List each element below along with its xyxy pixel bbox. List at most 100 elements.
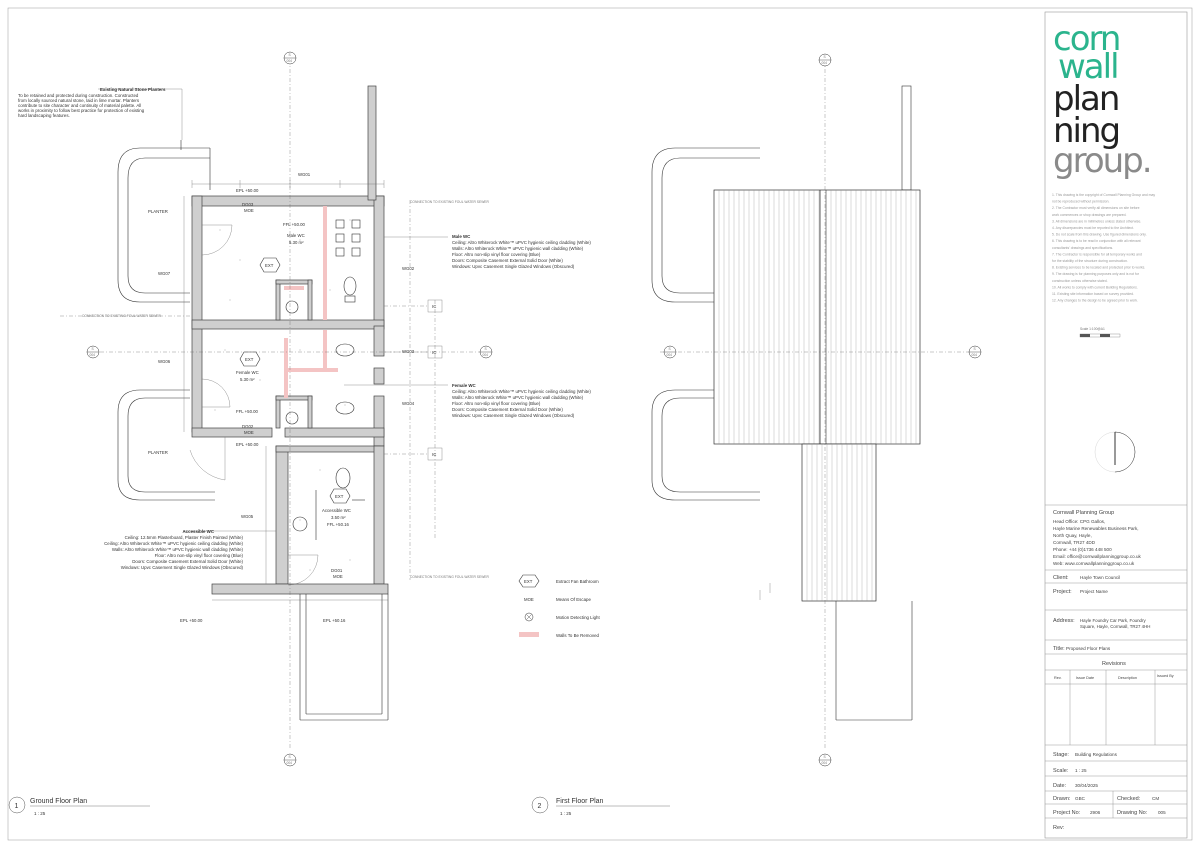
room-male: Male WC 5.30 m² FFL +50.00	[283, 222, 306, 245]
title-value: Proposed Floor Plans	[1066, 646, 1111, 651]
svg-text:Extract Fan Bathroom: Extract Fan Bathroom	[556, 579, 599, 584]
planter-bottom	[117, 389, 215, 501]
svg-text:Hayle Foundry Car Park, Foundr: Hayle Foundry Car Park, Foundry	[1080, 618, 1146, 623]
annotation-leaders	[98, 88, 448, 532]
section-lines-ground	[100, 60, 480, 750]
svg-text:group.: group.	[1053, 141, 1151, 181]
svg-text:004: 004	[483, 353, 489, 357]
window-tag-wg07: WG07	[158, 271, 171, 276]
client-value: Hayle Town Council	[1080, 575, 1120, 580]
svg-text:ning: ning	[1053, 111, 1119, 151]
svg-text:works in proximity to follow b: works in proximity to follow best practi…	[18, 108, 145, 113]
disclaimer-line: 9. The drawing is for planning purposes …	[1052, 272, 1140, 276]
disclaimer-line: 12. Any changes to the design to be agre…	[1052, 299, 1138, 303]
date-value: 30/04/2025	[1075, 783, 1098, 788]
window-tag-wg02: WG02	[402, 266, 415, 271]
svg-text:004: 004	[972, 353, 978, 357]
company-details: Cornwall Planning Group Head Office: CPG…	[1053, 510, 1142, 566]
title-block: corn wall plan ning group. 1. This drawi…	[1044, 11, 1188, 839]
svg-text:hard landscaping features.: hard landscaping features.	[18, 113, 70, 118]
section-marker-top-ff: S 004	[818, 53, 832, 67]
svg-text:To be retained and protected d: To be retained and protected during cons…	[18, 93, 139, 98]
first-floor-title: 2 First Floor Plan 1 : 25	[531, 796, 670, 816]
legend-item-ext: EXT Extract Fan Bathroom	[518, 574, 599, 588]
planters-note-title: Existing Natural Stone Planters	[100, 87, 166, 92]
steps-ff	[759, 583, 771, 600]
svg-text:004: 004	[287, 59, 293, 63]
section-lines-first	[660, 60, 970, 750]
svg-text:004: 004	[822, 761, 828, 765]
svg-text:Doors: Composite Casement Exte: Doors: Composite Casement External Solid…	[132, 559, 243, 564]
window-tag-wg03: WG03	[402, 349, 415, 354]
accessible-ffl: FFL +50.16	[327, 522, 350, 527]
legend-item-walls-removed: Walls To Be Removed	[519, 632, 600, 638]
moe-dg02: MOE	[244, 430, 254, 435]
walls-to-be-removed	[284, 206, 338, 398]
room-male-name: Male WC	[287, 233, 305, 238]
svg-text:contribute to site character a: contribute to site character and continu…	[18, 103, 141, 108]
svg-text:IC: IC	[432, 350, 436, 355]
svg-text:Title:: Title:	[1053, 646, 1065, 652]
male-ffl: FFL +50.00	[283, 222, 306, 227]
svg-text:Address:: Address:	[1053, 618, 1075, 624]
disclaimer-line: 3. All dimensions are in millimetres unl…	[1052, 219, 1141, 223]
legend-item-motion-light: Motion Detecting Light	[524, 612, 600, 622]
svg-text:Windows: Upvc Casement Single: Windows: Upvc Casement Single Glazed Win…	[452, 264, 575, 269]
svg-text:Ceiling: Altro Whiterock White: Ceiling: Altro Whiterock White™ uPVC hyg…	[104, 541, 243, 546]
section-marker-top: S 004	[283, 51, 297, 65]
room-accessible-name: Accessible WC	[322, 508, 351, 513]
svg-text:EXT: EXT	[524, 579, 533, 584]
ground-floor-plan: PLANTER PLANTER	[8, 51, 600, 816]
svg-text:Walls To Be Removed: Walls To Be Removed	[556, 633, 600, 638]
svg-text:Windows: Upvc Casement Single: Windows: Upvc Casement Single Glazed Win…	[452, 413, 575, 418]
disclaimer-line: 8. Existing services to be located and p…	[1052, 266, 1145, 270]
svg-text:Ceiling: 12.5mm Plasterboard,: Ceiling: 12.5mm Plasterboard, Plaster Fi…	[125, 535, 244, 540]
drainage-runs	[60, 200, 436, 580]
external-ramp	[299, 594, 389, 721]
disclaimer-line: work commences or shop drawings are prep…	[1052, 213, 1126, 217]
svg-text:S: S	[824, 755, 827, 759]
svg-text:S: S	[92, 347, 95, 351]
section-marker-right-ff: S 004	[968, 345, 982, 359]
svg-text:Hayle Marine Renewables Busine: Hayle Marine Renewables Business Park,	[1053, 526, 1139, 531]
svg-text:IC: IC	[432, 452, 436, 457]
svg-text:Project No:: Project No:	[1053, 810, 1081, 816]
svg-text:Project:: Project:	[1053, 589, 1072, 595]
title-block-rules	[1045, 569, 1187, 819]
female-ffl: FFL +50.00	[236, 409, 259, 414]
svg-text:Drawn:: Drawn:	[1053, 796, 1071, 802]
svg-text:2: 2	[538, 803, 542, 810]
svg-text:Accessible WC: Accessible WC	[183, 529, 215, 534]
ext-tag-female: EXT	[239, 351, 261, 367]
room-accessible: Accessible WC 3.50 m² FFL +50.16	[322, 508, 351, 527]
disclaimer-line: 1. This drawing is the copyright of Corn…	[1052, 193, 1155, 197]
svg-text:S: S	[289, 53, 292, 57]
window-tags: WG01 WG02 WG03 WG04 WG05 WG06 WG07	[158, 172, 415, 519]
room-male-area: 5.30 m²	[289, 240, 304, 245]
disclaimer-line: 2. The Contractor must verify all dimens…	[1052, 206, 1140, 210]
female-spec-note: Female WC Ceiling: Altro Whiterock White…	[452, 383, 591, 418]
sheet-border	[7, 7, 1193, 841]
svg-text:Scale:: Scale:	[1053, 768, 1069, 774]
external-ramp-ff	[835, 601, 913, 721]
svg-text:Walls: Altro Whiterock White™: Walls: Altro Whiterock White™ uPVC hygie…	[112, 547, 244, 552]
svg-text:Male WC: Male WC	[452, 234, 471, 239]
svg-text:004: 004	[90, 353, 96, 357]
sanitary-fixtures	[285, 219, 365, 540]
disclaimer-line: construction unless otherwise stated.	[1052, 279, 1108, 283]
svg-text:Date:: Date:	[1053, 783, 1067, 789]
disclaimer-line: 11. Existing site information based on s…	[1052, 292, 1134, 296]
svg-text:Rev:: Rev:	[1053, 825, 1065, 831]
svg-text:004: 004	[287, 761, 293, 765]
svg-text:1 : 25: 1 : 25	[34, 811, 46, 816]
disclaimer-line: 6. This drawing is to be read in conjunc…	[1052, 239, 1141, 243]
svg-text:Description: Description	[1118, 676, 1137, 680]
connection-note-bottom: CONNECTION TO EXISTING FOUL WATER SEWER	[410, 575, 490, 579]
building-walls	[191, 85, 389, 595]
legend-item-moe: MOE Means Of Escape	[524, 597, 591, 602]
svg-text:North Quay, Hayle,: North Quay, Hayle,	[1053, 533, 1092, 538]
svg-text:Floor: Altro non-slip vinyl fl: Floor: Altro non-slip vinyl floor coveri…	[155, 553, 244, 558]
svg-text:Issue Date: Issue Date	[1076, 676, 1094, 680]
svg-text:1: 1	[15, 803, 19, 810]
